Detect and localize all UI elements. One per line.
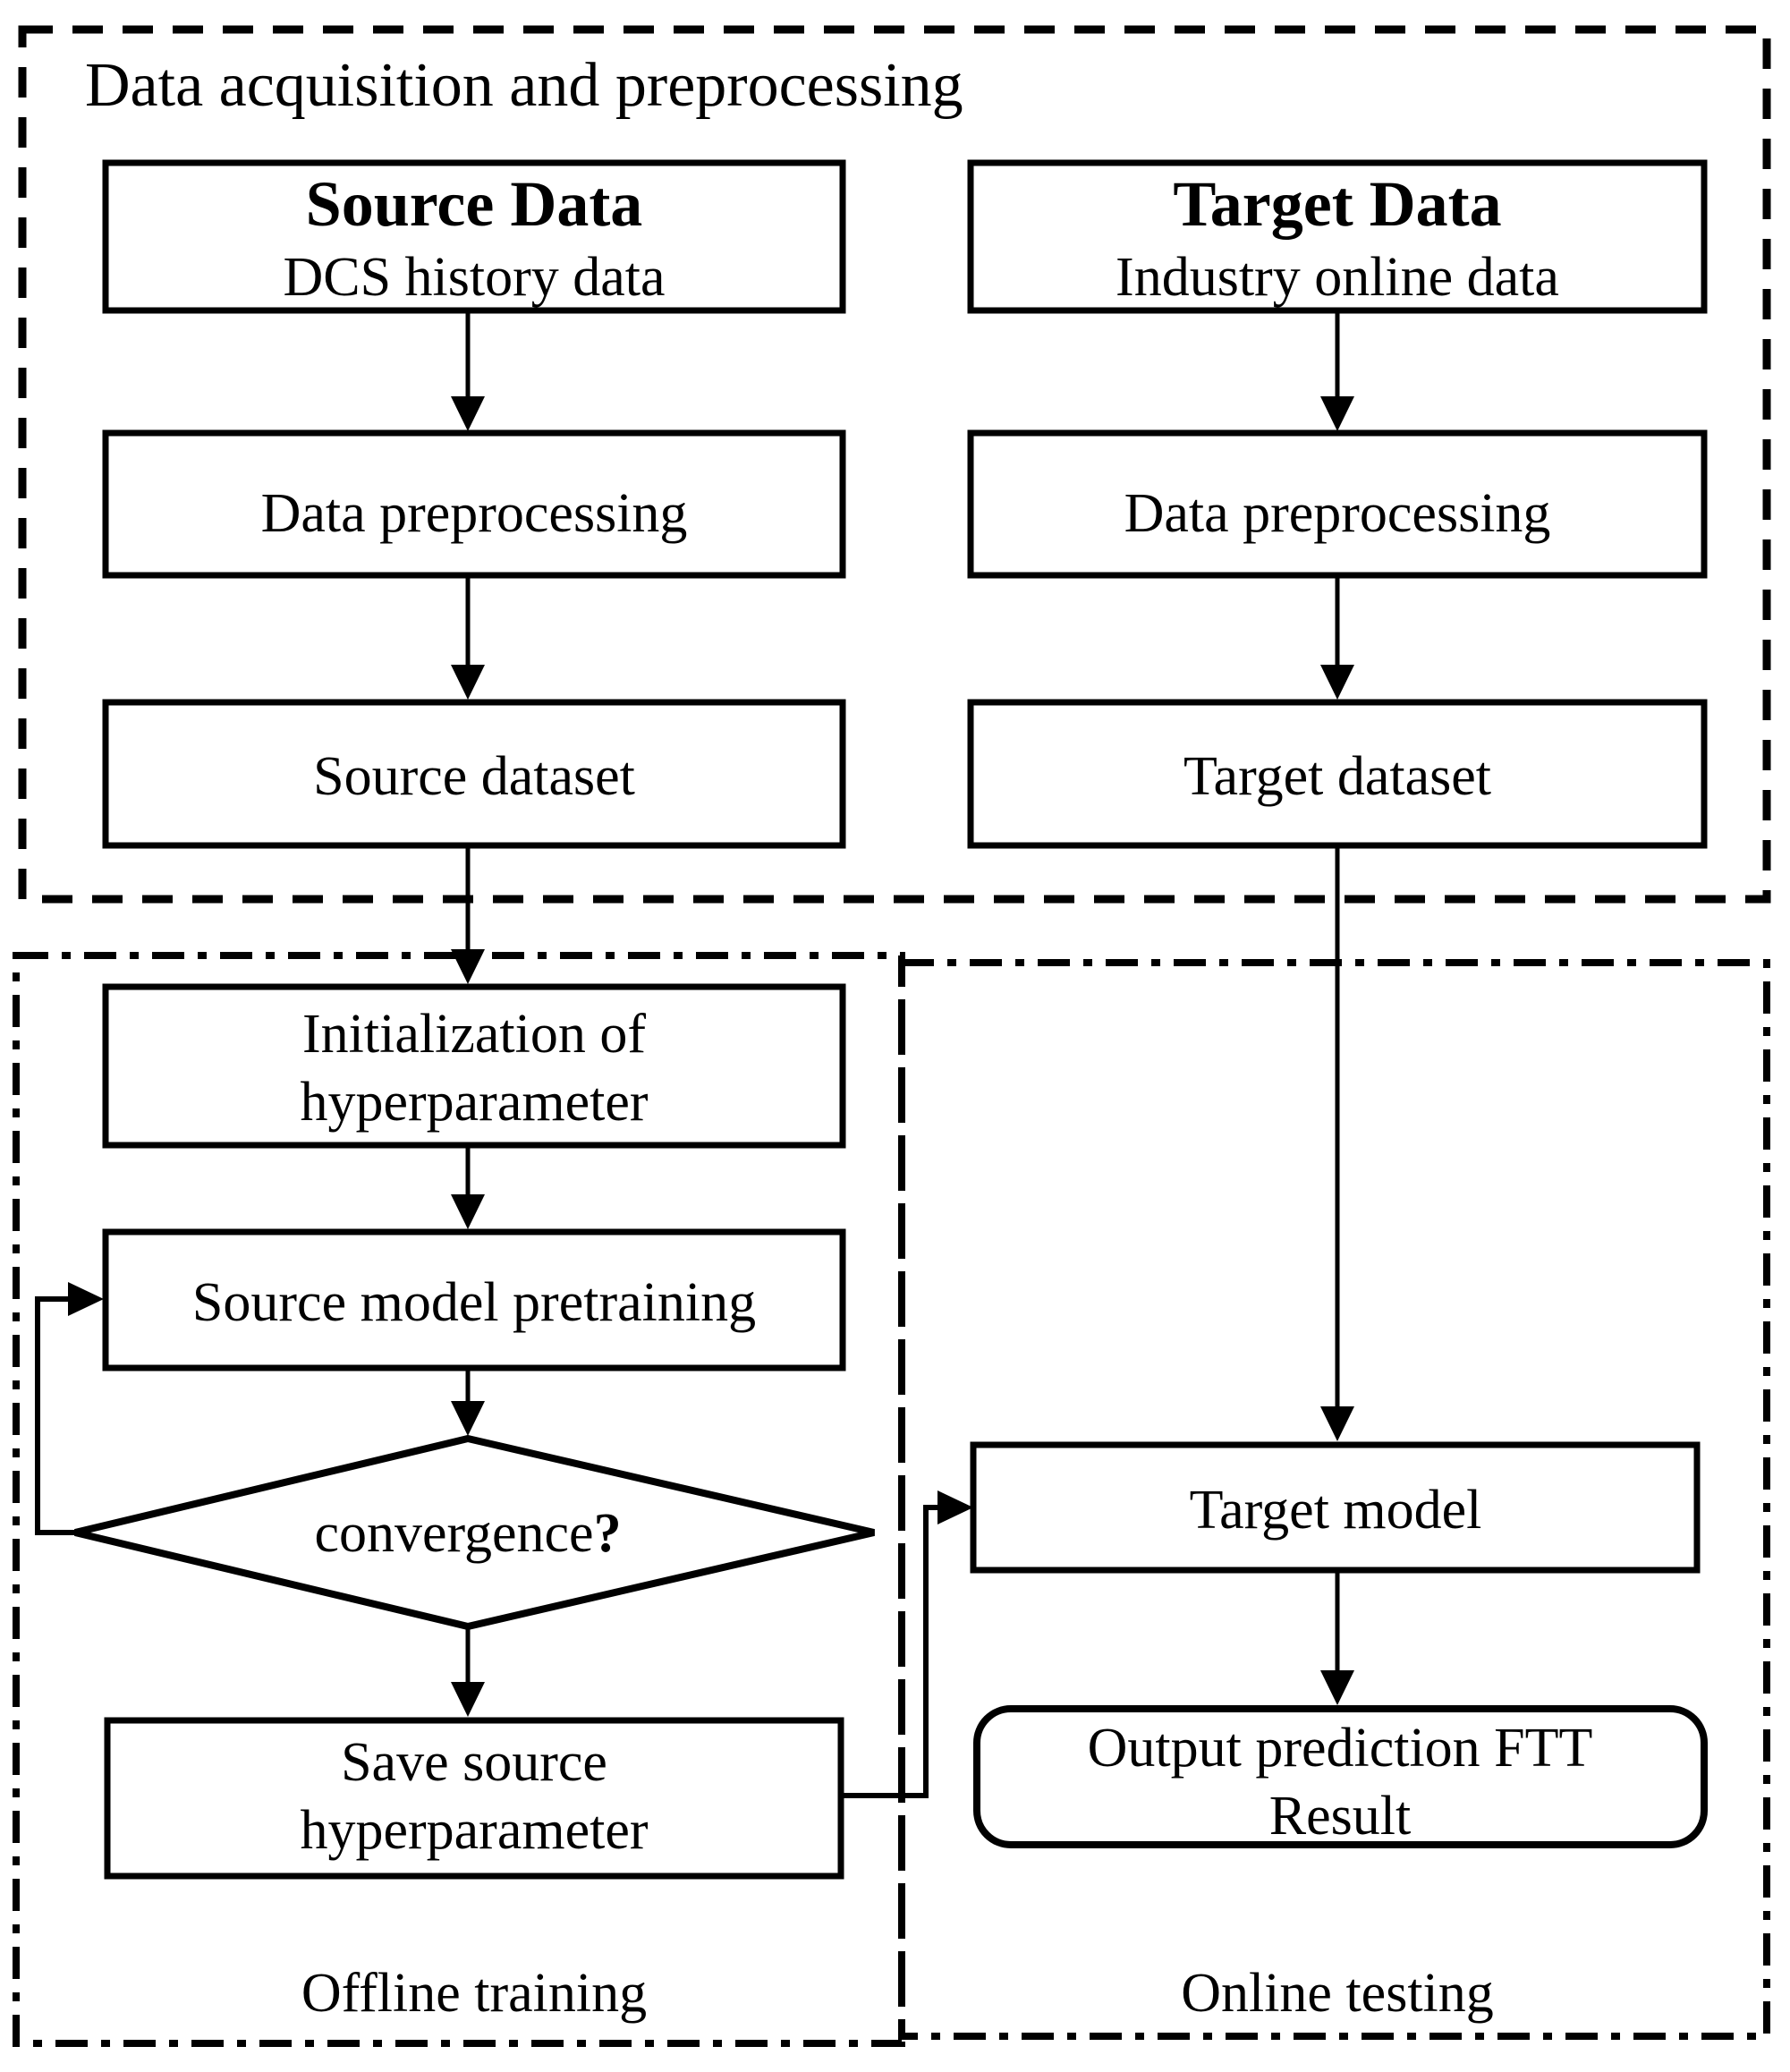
source-data-subtitle: DCS history data [283,247,665,308]
data-acquisition-section-frame [18,25,1771,904]
target-dataset-label: Target dataset [1183,746,1491,807]
init-hyperparameter-line2: hyperparameter [301,1072,649,1133]
arrowhead-down-icon [451,665,485,700]
source-preprocessing-node: Data preprocessing [102,429,846,579]
output-result-line1: Output prediction FTT [1088,1718,1593,1779]
target-data-box [967,159,1708,314]
arrowhead-down-icon [1320,665,1354,700]
init-hyperparameter-node: Initialization of hyperparameter [102,983,846,1149]
arrowhead-down-icon [451,1682,485,1717]
save-hyperparameter-line1: Save source [341,1732,607,1793]
save-hyperparameter-line2: hyperparameter [301,1800,649,1861]
source-dataset-node: Source dataset [102,699,846,849]
source-preprocessing-label: Data preprocessing [261,483,688,544]
online-testing-section-frame [898,959,1770,2040]
arrowhead-down-icon [1320,1670,1354,1705]
output-result-node: Output prediction FTT Result [973,1705,1708,1848]
connector-save-to-target-model [841,1505,939,1798]
source-model-pretraining-label: Source model pretraining [192,1272,756,1333]
arrowhead-down-icon [1320,1406,1354,1441]
arrowhead-down-icon [451,396,485,431]
init-hyperparameter-box [102,983,846,1149]
source-preprocessing-box [102,429,846,579]
arrowhead-down-icon [1320,396,1354,431]
output-result-line2: Result [1269,1786,1411,1847]
online-testing-label: Online testing [1181,1963,1494,2024]
arrowhead-down-icon [451,1401,485,1436]
target-preprocessing-node: Data preprocessing [967,429,1708,579]
convergence-question-text: convergence [314,1503,593,1564]
target-data-title: Target Data [1173,168,1501,240]
target-model-label: Target model [1190,1480,1482,1541]
target-data-node: Target Data Industry online data [967,159,1708,314]
arrowhead-down-icon [451,1194,485,1229]
target-dataset-node: Target dataset [967,699,1708,849]
target-preprocessing-box [967,429,1708,579]
target-model-node: Target model [970,1441,1701,1574]
offline-training-label: Offline training [301,1963,647,2024]
arrowhead-right-icon [68,1282,104,1316]
source-dataset-box [102,699,846,849]
init-hyperparameter-line1: Initialization of [302,1004,646,1065]
arrowhead-down-icon [451,949,485,984]
source-model-pretraining-node: Source model pretraining [102,1228,846,1371]
loop-convergence-to-pretraining [35,1296,75,1535]
convergence-label: convergence? [314,1503,621,1564]
source-data-box [102,159,846,314]
save-hyperparameter-node: Save source hyperparameter [104,1717,844,1880]
source-model-pretraining-box [102,1228,846,1371]
arrowhead-right-icon [937,1490,973,1524]
source-dataset-label: Source dataset [313,746,635,807]
target-data-subtitle: Industry online data [1116,247,1559,308]
convergence-question-mark: ? [594,1503,622,1564]
target-dataset-box [967,699,1708,849]
convergence-diamond [74,1434,875,1631]
output-result-box [973,1705,1708,1848]
acquisition-section-title: Data acquisition and preprocessing [85,51,963,120]
save-hyperparameter-box [104,1717,844,1880]
target-model-box [970,1441,1701,1574]
convergence-decision-node: convergence? [74,1434,875,1631]
target-preprocessing-label: Data preprocessing [1124,483,1551,544]
source-data-node: Source Data DCS history data [102,159,846,314]
source-data-title: Source Data [306,168,643,240]
